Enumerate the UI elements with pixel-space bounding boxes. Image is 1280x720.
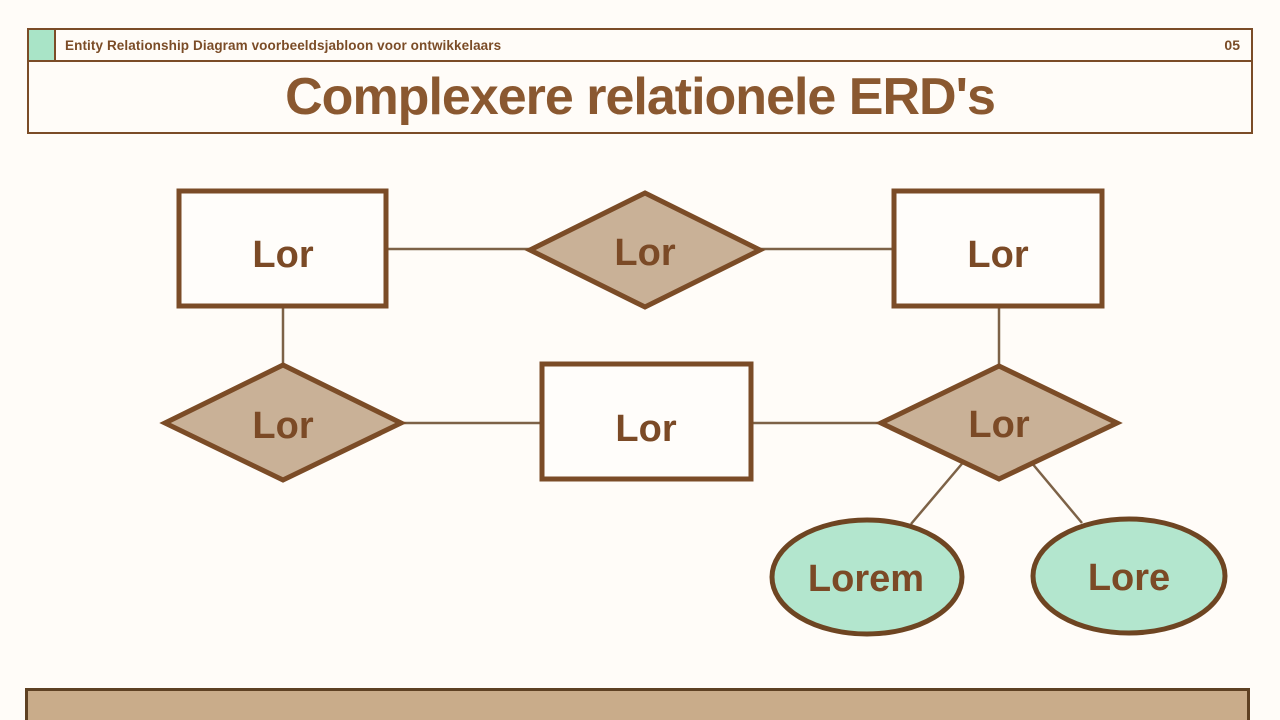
relationship-label: Lor: [614, 232, 675, 274]
page-number: 05: [1224, 37, 1240, 53]
entity-rect-middle[interactable]: Lor: [539, 361, 754, 482]
page-title: Complexere relationele ERD's: [285, 68, 996, 126]
header-bar: Entity Relationship Diagram voorbeeldsja…: [27, 28, 1253, 62]
connector-relRight-attrLorem: [910, 458, 967, 525]
entity-rect-top-right[interactable]: Lor: [891, 188, 1105, 309]
entity-label: Lor: [967, 234, 1028, 276]
attribute-label: Lorem: [808, 558, 924, 600]
attribute-ellipse-left[interactable]: Lorem: [769, 517, 965, 637]
relationship-diamond-top-center[interactable]: Lor: [524, 190, 766, 310]
relationship-label: Lor: [252, 405, 313, 447]
connector-relRight-attrLore: [1030, 461, 1083, 524]
title-box: Complexere relationele ERD's: [27, 60, 1253, 134]
entity-label: Lor: [615, 408, 676, 450]
entity-label: Lor: [252, 234, 313, 276]
footer-bar: [25, 688, 1250, 720]
attribute-label: Lore: [1088, 557, 1170, 599]
relationship-diamond-middle-right[interactable]: Lor: [875, 363, 1123, 482]
accent-square-icon: [29, 30, 56, 60]
relationship-label: Lor: [968, 404, 1029, 446]
relationship-diamond-middle-left[interactable]: Lor: [159, 362, 407, 483]
entity-rect-top-left[interactable]: Lor: [176, 188, 389, 309]
header-subtitle: Entity Relationship Diagram voorbeeldsja…: [65, 37, 502, 53]
attribute-ellipse-right[interactable]: Lore: [1030, 516, 1228, 636]
